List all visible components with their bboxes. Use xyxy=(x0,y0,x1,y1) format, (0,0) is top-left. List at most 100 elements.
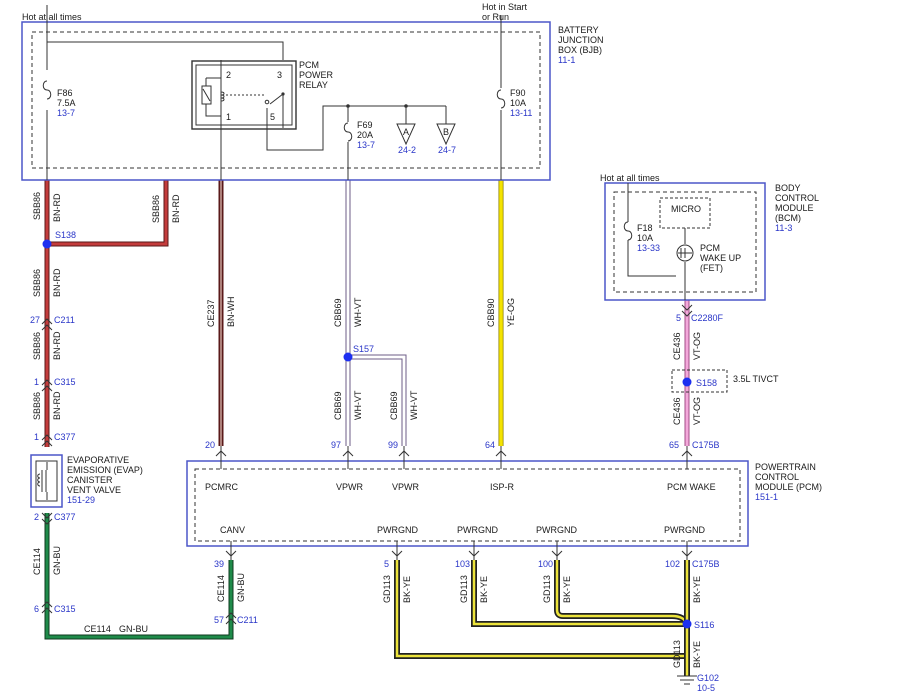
wl-yeog: YE-OG xyxy=(506,298,516,327)
pin-num: 97 xyxy=(331,440,341,450)
f69-rating: 20A xyxy=(357,130,373,140)
bjb-name-2: JUNCTION xyxy=(558,35,604,45)
splice-label: S116 xyxy=(694,620,714,630)
connector-c377-bot: 2 C377 xyxy=(34,512,76,525)
wl-ce237: CE237 xyxy=(206,299,216,327)
conn-name: C211 xyxy=(237,615,258,625)
wl-ce114-1: CE114 xyxy=(32,548,42,575)
evap-name-2: EMISSION (EVAP) xyxy=(67,465,143,475)
evap-name-3: CANISTER xyxy=(67,475,113,485)
wl-gd113-2: GD113 xyxy=(459,575,469,603)
pcm-power-relay: 2 3 1 5 xyxy=(191,60,297,130)
ground-name: G102 xyxy=(697,673,719,683)
conn-name: C377 xyxy=(54,512,76,522)
pcm-bottom-pin-102: PWRGND 102 C175B xyxy=(664,525,720,569)
wl-bkye-3: BK-YE xyxy=(562,576,572,603)
pin-num: 39 xyxy=(214,559,224,569)
wl-cbb90: CBB90 xyxy=(486,298,496,327)
f18-rating: 10A xyxy=(637,233,653,243)
pin-name: PWRGND xyxy=(536,525,577,535)
pcm-bottom-pin-5: PWRGND 5 xyxy=(377,525,418,569)
connector-c211-top: 27 C211 xyxy=(30,315,75,331)
ground-ref: 10-5 xyxy=(697,683,715,693)
wl-sbb86-4: SBB86 xyxy=(32,332,42,360)
pcm-name-2: CONTROL xyxy=(755,472,799,482)
connector-c2280f: 5 C2280F xyxy=(676,304,724,323)
splice-s157: S157 xyxy=(343,344,374,362)
pcm-top-pin-20: 20 PCMRC xyxy=(205,440,238,492)
pcm-top-pin-97: 97 VPWR xyxy=(331,440,364,492)
wire-gd113 xyxy=(394,560,690,676)
pin-num: 27 xyxy=(30,315,40,325)
ground-g102-icon: G102 10-5 xyxy=(677,673,719,693)
bjb-module: BATTERY JUNCTION BOX (BJB) 11-1 F86 7.5A… xyxy=(21,5,604,181)
hot-label-start-1: Hot in Start xyxy=(482,2,528,12)
wire-ce114 xyxy=(44,513,234,640)
wl-bnrd-2: BN-RD xyxy=(171,194,181,223)
pin-num: 5 xyxy=(384,559,389,569)
pcm-ref: 151-1 xyxy=(755,492,778,502)
bcm-name-3: MODULE xyxy=(775,203,814,213)
tivct-label: 3.5L TIVCT xyxy=(733,374,779,384)
connector-b-icon xyxy=(436,123,456,146)
wl-gnbu-3: GN-BU xyxy=(236,573,246,602)
pin-name: PCMRC xyxy=(205,482,238,492)
f90-ref: 13-11 xyxy=(510,108,532,118)
wl-sbb86-5: SBB86 xyxy=(32,392,42,420)
wl-bnwh: BN-WH xyxy=(226,297,236,328)
pin-name: VPWR xyxy=(336,482,364,492)
connector-c377-top: 1 C377 xyxy=(34,432,76,447)
bcm-name-2: CONTROL xyxy=(775,193,819,203)
connector-c315-top: 1 C315 xyxy=(34,377,76,392)
pin-name: PCM WAKE xyxy=(667,482,716,492)
connector-c211-bot: 57 C211 xyxy=(214,612,258,625)
pin-num: 1 xyxy=(34,432,39,442)
pin-num: 99 xyxy=(388,440,398,450)
wl-ce436-2: CE436 xyxy=(672,397,682,425)
wl-bnrd-3: BN-RD xyxy=(52,268,62,297)
conn-name: C211 xyxy=(54,315,75,325)
evap-valve: EVAPORATIVE EMISSION (EVAP) CANISTER VEN… xyxy=(30,454,143,508)
wl-whvt-3: WH-VT xyxy=(409,390,419,420)
bcm-name-4: (BCM) xyxy=(775,213,801,223)
pcm-name-1: POWERTRAIN xyxy=(755,462,816,472)
f86-rating: 7.5A xyxy=(57,98,76,108)
pcm-bottom-pin-100: PWRGND 100 xyxy=(536,525,577,569)
wl-whvt-2: WH-VT xyxy=(353,390,363,420)
pin-num: 103 xyxy=(455,559,470,569)
tivct-box xyxy=(671,369,728,393)
f90-name: F90 xyxy=(510,88,526,98)
bjb-ref: 11-1 xyxy=(558,55,575,65)
f90-rating: 10A xyxy=(510,98,526,108)
pin-num: 5 xyxy=(676,313,681,323)
f86-ref: 13-7 xyxy=(57,108,75,118)
wl-gd113-3: GD113 xyxy=(542,575,552,603)
pcm-bottom-conn: C175B xyxy=(692,559,720,569)
pin-name: PWRGND xyxy=(377,525,418,535)
bjb-name-3: BOX (BJB) xyxy=(558,45,602,55)
pcm-bottom-pin-103: PWRGND 103 xyxy=(455,525,498,569)
wl-bnrd-5: BN-RD xyxy=(52,391,62,420)
pcm-top-pin-64: 64 ISP-R xyxy=(485,440,515,492)
hot-label-start-2: or Run xyxy=(482,12,509,22)
splice-s138: S138 xyxy=(42,230,76,249)
conn-a-ref: 24-2 xyxy=(398,145,416,155)
pin-num: 102 xyxy=(665,559,680,569)
relay-pin-3: 3 xyxy=(277,70,282,80)
pcm-bottom-pin-39: CANV 39 xyxy=(214,525,245,569)
wl-bkye-5: BK-YE xyxy=(692,641,702,668)
wake-2: WAKE UP xyxy=(700,253,741,263)
wires xyxy=(44,180,690,676)
pcm-name-3: MODULE (PCM) xyxy=(755,482,822,492)
wire-labels: SBB86 BN-RD SBB86 BN-RD SBB86 BN-RD SBB8… xyxy=(32,192,702,668)
wl-cbb69-2: CBB69 xyxy=(333,391,343,420)
wl-sbb86-3: SBB86 xyxy=(32,269,42,297)
evap-ref: 151-29 xyxy=(67,495,95,505)
f18-name: F18 xyxy=(637,223,653,233)
conn-name: C315 xyxy=(54,604,76,614)
pin-num: 2 xyxy=(34,512,39,522)
pin-num: 65 xyxy=(669,440,679,450)
f69-name: F69 xyxy=(357,120,373,130)
wake-1: PCM xyxy=(700,243,720,253)
